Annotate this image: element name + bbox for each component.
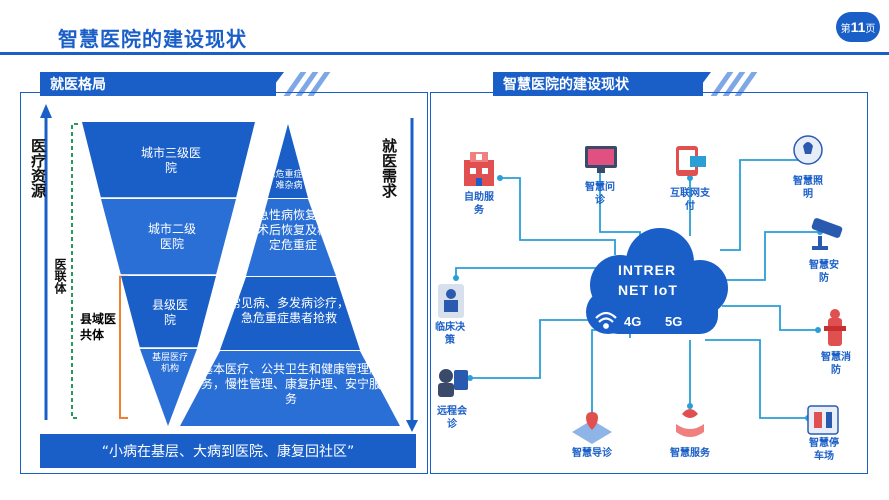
- parking-icon: [807, 405, 839, 435]
- cloud-line2: NET IoT: [618, 282, 678, 298]
- tier-city-tertiary: [82, 122, 255, 198]
- demand-label-critical: 急危重症疑难杂病: [266, 170, 312, 192]
- lightbulb-icon: [793, 135, 823, 165]
- demand-axis-label: 就医需求: [380, 138, 398, 198]
- link-smart-lighting: [720, 159, 808, 251]
- tier-label-city-tertiary: 城市三级医院: [140, 146, 201, 175]
- cloud-4g: 4G: [624, 314, 642, 329]
- link-remote-consult: [470, 319, 600, 379]
- node-smart-security: 智慧安防: [809, 260, 839, 284]
- wifi-icon: [595, 311, 617, 329]
- slogan-banner: “小病在基层、大病到医院、康复回社区”: [40, 434, 416, 468]
- link-smart-parking: [705, 339, 808, 419]
- link-self-service: [500, 177, 616, 255]
- demand-recovery: [246, 199, 336, 276]
- cloud-line1: INTRER: [618, 262, 677, 278]
- link-smart-guide: [591, 329, 631, 418]
- monitor-icon: [585, 146, 617, 173]
- demand-label-basic: 基本医疗、公共卫生和健康管理服务，慢性管理、康复护理、安宁服务: [200, 362, 381, 406]
- node-smart-lighting: 智慧照明: [793, 176, 823, 200]
- demand-label-recovery: 急性病恢复、术后恢复及稳定危重症: [256, 208, 329, 252]
- care-hands-icon: [676, 409, 704, 437]
- node-smart-consult: 智慧问诊: [585, 182, 615, 206]
- page-suffix: 页: [865, 23, 876, 35]
- resource-axis-arrowhead: [40, 104, 52, 118]
- node-smart-service: 智慧服务: [670, 448, 710, 459]
- link-clinical-decision: [455, 267, 598, 278]
- smart-hospital-panel: [430, 92, 868, 474]
- node-smart-guide: 智慧导诊: [572, 448, 612, 459]
- demand-common: [220, 277, 360, 350]
- demand-label-common: 常见病、多发病诊疗，急危重症患者抢救: [228, 296, 349, 325]
- node-internet-pay: 互联网支付: [670, 188, 710, 212]
- iot-cloud: [586, 228, 728, 334]
- link-smart-security: [722, 231, 820, 281]
- navigation-map-icon: [572, 412, 612, 444]
- cloud-5g: 5G: [665, 314, 683, 329]
- node-smart-parking: 智慧停车场: [809, 438, 839, 462]
- node-remote-consult: 远程会诊: [437, 406, 467, 430]
- tier-city-secondary: [101, 199, 236, 275]
- medical-alliance-label: 医联体: [53, 258, 67, 294]
- payment-phone-icon: [676, 146, 706, 176]
- node-smart-fire: 智慧消防: [821, 352, 851, 376]
- page-number-badge: 第 11 页: [836, 12, 880, 42]
- tier-label-grassroots: 基层医疗机构: [152, 353, 189, 375]
- tier-label-county: 县级医院: [152, 298, 189, 327]
- demand-basic: [180, 351, 400, 426]
- right-header-tail: [693, 72, 711, 96]
- page-prefix: 第: [840, 23, 851, 35]
- care-pattern-panel: [20, 92, 428, 474]
- demand-axis-arrowhead: [406, 420, 418, 432]
- node-clinical-decision: 临床决策: [435, 322, 465, 346]
- left-header-tail: [266, 72, 284, 96]
- security-camera-icon: [811, 218, 843, 250]
- link-smart-fire: [722, 305, 818, 331]
- page-number: 11: [850, 19, 866, 35]
- resource-axis-label: 医疗资源: [29, 138, 47, 198]
- remote-doctor-icon: [438, 369, 468, 397]
- node-self-service: 自助服务: [464, 192, 494, 216]
- title-divider: [0, 52, 889, 55]
- tier-grassroots: [140, 349, 197, 426]
- county-alliance-label: 县域医共体: [80, 312, 117, 342]
- demand-critical: [268, 124, 308, 198]
- doctor-tablet-icon: [438, 284, 464, 318]
- tier-county: [121, 276, 216, 348]
- fire-hydrant-icon: [824, 309, 846, 346]
- hospital-icon: [464, 152, 494, 186]
- medical-alliance-bracket: [71, 123, 78, 419]
- cloud-text: INTRER NET IoT: [618, 262, 678, 298]
- tier-label-city-secondary: 城市二级医院: [147, 222, 196, 251]
- page-title: 智慧医院的建设现状: [58, 27, 247, 51]
